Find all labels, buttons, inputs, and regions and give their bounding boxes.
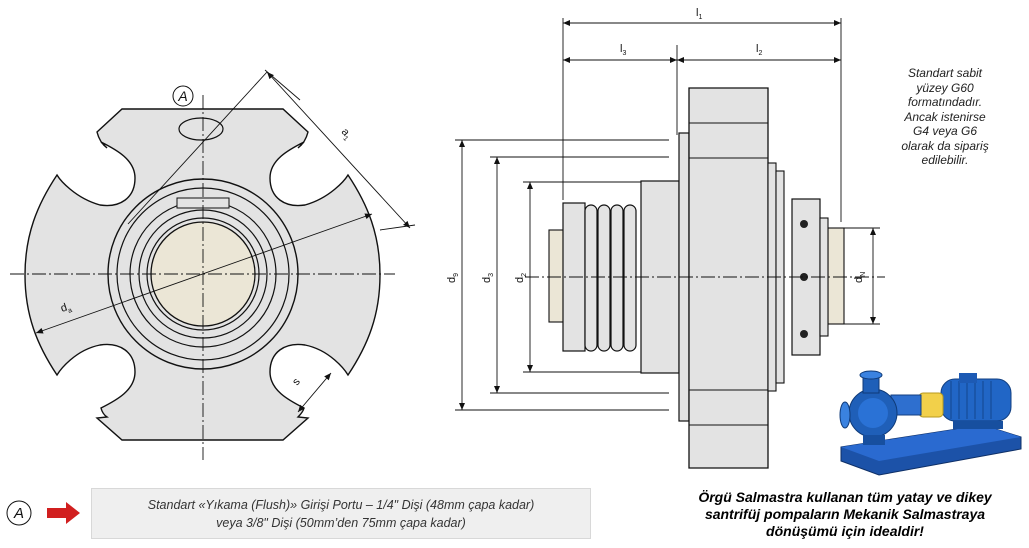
surface-spec-note: Standart sabit yüzey G60 formatındadır. … — [870, 66, 1020, 168]
a1-dim-line — [266, 71, 411, 229]
flush-port — [178, 117, 224, 141]
front-view: a1 da s A — [10, 69, 416, 460]
spring — [584, 204, 637, 352]
flush-port-line-2: veya 3/8" Dişi (50mm’den 75mm çapa kadar… — [216, 515, 466, 530]
da-dim-line — [35, 213, 373, 334]
d2-label: d2 — [514, 273, 528, 283]
shaft-sleeve-right — [827, 227, 845, 325]
application-note-line-2: santrifüj pompaların Mekanik Salmastraya — [704, 506, 986, 522]
spec-note-line: olarak da sipariş — [901, 138, 989, 153]
l1-label: l1 — [696, 7, 702, 21]
flush-port-line-1: Standart «Yıkama (Flush)» Girişi Portu –… — [147, 497, 535, 512]
set-screw-1 — [800, 220, 808, 228]
application-note-line-1: Örgü Salmastra kullanan tüm yatay ve dik… — [698, 489, 992, 505]
l2-label: l2 — [756, 43, 762, 57]
application-note: Örgü Salmastra kullanan tüm yatay ve dik… — [660, 489, 1029, 540]
set-screw-2 — [800, 273, 808, 281]
spec-note-line: G4 veya G6 — [912, 124, 978, 138]
s-dim-line — [297, 372, 332, 413]
centrifugal-pump-image — [839, 370, 1022, 476]
s-label: s — [290, 376, 303, 388]
spec-note-line: Ancak istenirse — [904, 109, 986, 124]
detail-marker-label: A — [177, 88, 187, 104]
gland-plate — [688, 87, 769, 469]
a1-label: a1 — [337, 126, 354, 143]
flush-port-note-box: Standart «Yıkama (Flush)» Girişi Portu –… — [91, 488, 591, 539]
spec-note-line: edilebilir. — [921, 153, 969, 167]
set-screw-3 — [800, 330, 808, 338]
spec-note-line: yüzey G60 — [916, 80, 974, 95]
a1-leader — [127, 71, 268, 225]
d9-label: d9 — [446, 273, 460, 283]
da-label: da — [59, 300, 73, 316]
side-view: l1 l3 l2 d9 d3 d2 dN — [446, 7, 885, 469]
flush-port-note: Standart «Yıkama (Flush)» Girişi Portu –… — [106, 496, 576, 532]
flush-port-legend-marker: A — [6, 500, 80, 526]
a1-ext-1 — [264, 69, 301, 101]
spec-note-line: Standart sabit — [907, 66, 983, 80]
legend-marker-label: A — [13, 505, 24, 522]
dN-label: dN — [853, 272, 867, 283]
red-arrow-icon — [47, 502, 80, 524]
d3-label: d3 — [481, 273, 495, 283]
legend-marker-circle — [6, 500, 32, 526]
l3-label: l3 — [620, 43, 626, 57]
spec-note-line: formatındadır. — [907, 95, 983, 109]
detail-marker-circle — [172, 85, 194, 107]
application-note-line-3: dönüşümü için idealdir! — [766, 523, 924, 539]
